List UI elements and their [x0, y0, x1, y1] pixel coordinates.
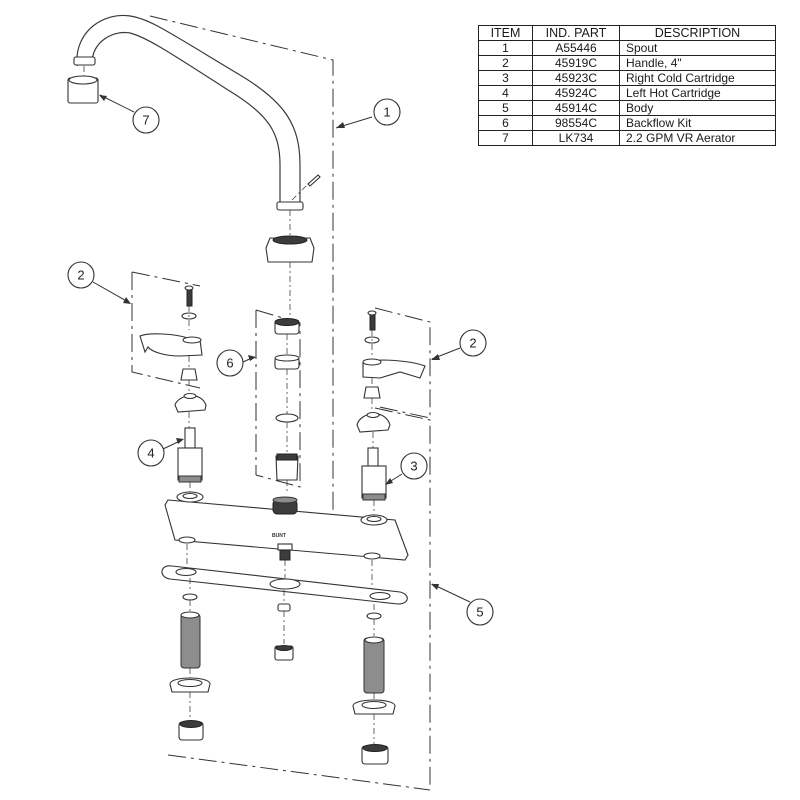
aerator	[67, 66, 99, 104]
part-cell: 45919C	[532, 55, 620, 71]
left-mounting-hardware	[169, 578, 211, 741]
description-cell: Left Hot Cartridge	[619, 85, 776, 101]
part-cell: A55446	[532, 40, 620, 56]
callout-label-2-right: 2	[469, 336, 476, 351]
item-cell: 5	[478, 100, 533, 116]
handle-left-group-boundary	[131, 271, 201, 389]
callout-7: 7	[99, 94, 160, 134]
center-mounting-hardware	[274, 590, 294, 661]
part-cell: LK734	[532, 130, 620, 146]
table-row: 2 45919C Handle, 4"	[478, 55, 776, 71]
table-row: 3 45923C Right Cold Cartridge	[478, 70, 776, 86]
cold-cartridge	[361, 447, 387, 515]
handle-right-group-boundary	[374, 307, 431, 419]
description-cell: Spout	[619, 40, 776, 56]
description-cell: Backflow Kit	[619, 115, 776, 131]
callout-4: 4	[137, 438, 184, 467]
header-ind-part: IND. PART	[532, 25, 620, 41]
header-description: DESCRIPTION	[619, 25, 776, 41]
callout-3: 3	[385, 452, 428, 485]
faucet-body: BUNT	[164, 491, 409, 561]
table-row: 6 98554C Backflow Kit	[478, 115, 776, 131]
callout-5: 5	[431, 583, 494, 626]
description-cell: 2.2 GPM VR Aerator	[619, 130, 776, 146]
left-handle-assembly	[139, 285, 207, 428]
item-cell: 6	[478, 115, 533, 131]
callout-label-6: 6	[226, 356, 233, 371]
callout-2-left: 2	[67, 261, 131, 304]
part-cell: 45914C	[532, 100, 620, 116]
item-cell: 2	[478, 55, 533, 71]
description-cell: Handle, 4"	[619, 55, 776, 71]
item-cell: 4	[478, 85, 533, 101]
backflow-kit-parts	[274, 318, 300, 494]
table-row: 4 45924C Left Hot Cartridge	[478, 85, 776, 101]
right-handle-assembly	[356, 310, 426, 448]
part-cell: 45923C	[532, 70, 620, 86]
callout-label-5: 5	[476, 605, 483, 620]
item-cell: 7	[478, 130, 533, 146]
table-row: 1 A55446 Spout	[478, 40, 776, 56]
spout-group-boundary	[149, 15, 334, 520]
item-cell: 1	[478, 40, 533, 56]
deck-plate	[161, 544, 408, 605]
table-row: 7 LK734 2.2 GPM VR Aerator	[478, 130, 776, 146]
part-cell: 98554C	[532, 115, 620, 131]
body-group-boundary	[167, 407, 431, 791]
callout-1: 1	[335, 98, 401, 129]
table-row: 5 45914C Body	[478, 100, 776, 116]
right-mounting-hardware	[352, 604, 396, 765]
callout-label-7: 7	[142, 113, 149, 128]
spout	[73, 14, 321, 211]
backflow-group-boundary	[255, 309, 301, 488]
item-cell: 3	[478, 70, 533, 86]
part-cell: 45924C	[532, 85, 620, 101]
callout-6: 6	[216, 349, 256, 377]
spout-nut	[265, 210, 315, 318]
parts-table: ITEM IND. PART DESCRIPTION 1 A55446 Spou…	[478, 25, 776, 146]
body-logo: BUNT	[272, 533, 286, 539]
header-item: ITEM	[478, 25, 533, 41]
description-cell: Right Cold Cartridge	[619, 70, 776, 86]
callout-label-2-left: 2	[77, 268, 84, 283]
callout-label-4: 4	[147, 446, 154, 461]
parts-table-header: ITEM IND. PART DESCRIPTION	[478, 25, 776, 41]
hot-cartridge	[177, 427, 203, 496]
callout-label-3: 3	[410, 459, 417, 474]
description-cell: Body	[619, 100, 776, 116]
callout-2-right: 2	[431, 329, 487, 360]
callout-label-1: 1	[383, 105, 390, 120]
